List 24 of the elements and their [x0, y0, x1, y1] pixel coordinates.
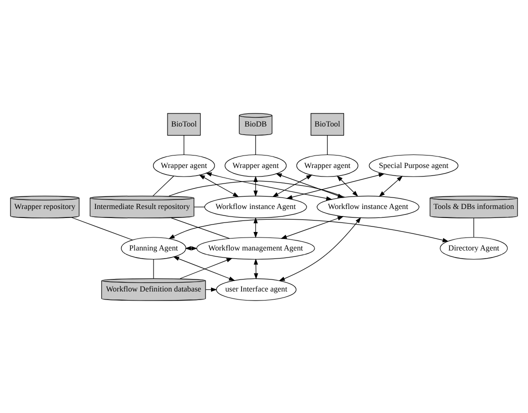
- arrow: [276, 172, 344, 198]
- arrow: [272, 174, 312, 197]
- connector: [168, 180, 346, 198]
- connector: [153, 258, 154, 278]
- connector: [255, 134, 256, 154]
- arrow: [206, 172, 332, 200]
- connector: [152, 175, 174, 196]
- arrow: [378, 175, 403, 196]
- arrow: [336, 175, 358, 196]
- arrow: [254, 258, 258, 279]
- connector: [194, 206, 206, 207]
- arrow: [286, 172, 385, 199]
- connector: [327, 134, 328, 154]
- arrow: [198, 174, 239, 197]
- arrow: [278, 216, 362, 281]
- connector: [473, 217, 474, 237]
- connector: [71, 216, 133, 240]
- arrow: [254, 216, 258, 238]
- connector: [170, 217, 230, 238]
- arrow: [168, 218, 449, 242]
- arrow: [173, 256, 236, 280]
- arrow: [280, 216, 344, 238]
- arrow: [254, 175, 258, 196]
- arrow: [180, 257, 233, 278]
